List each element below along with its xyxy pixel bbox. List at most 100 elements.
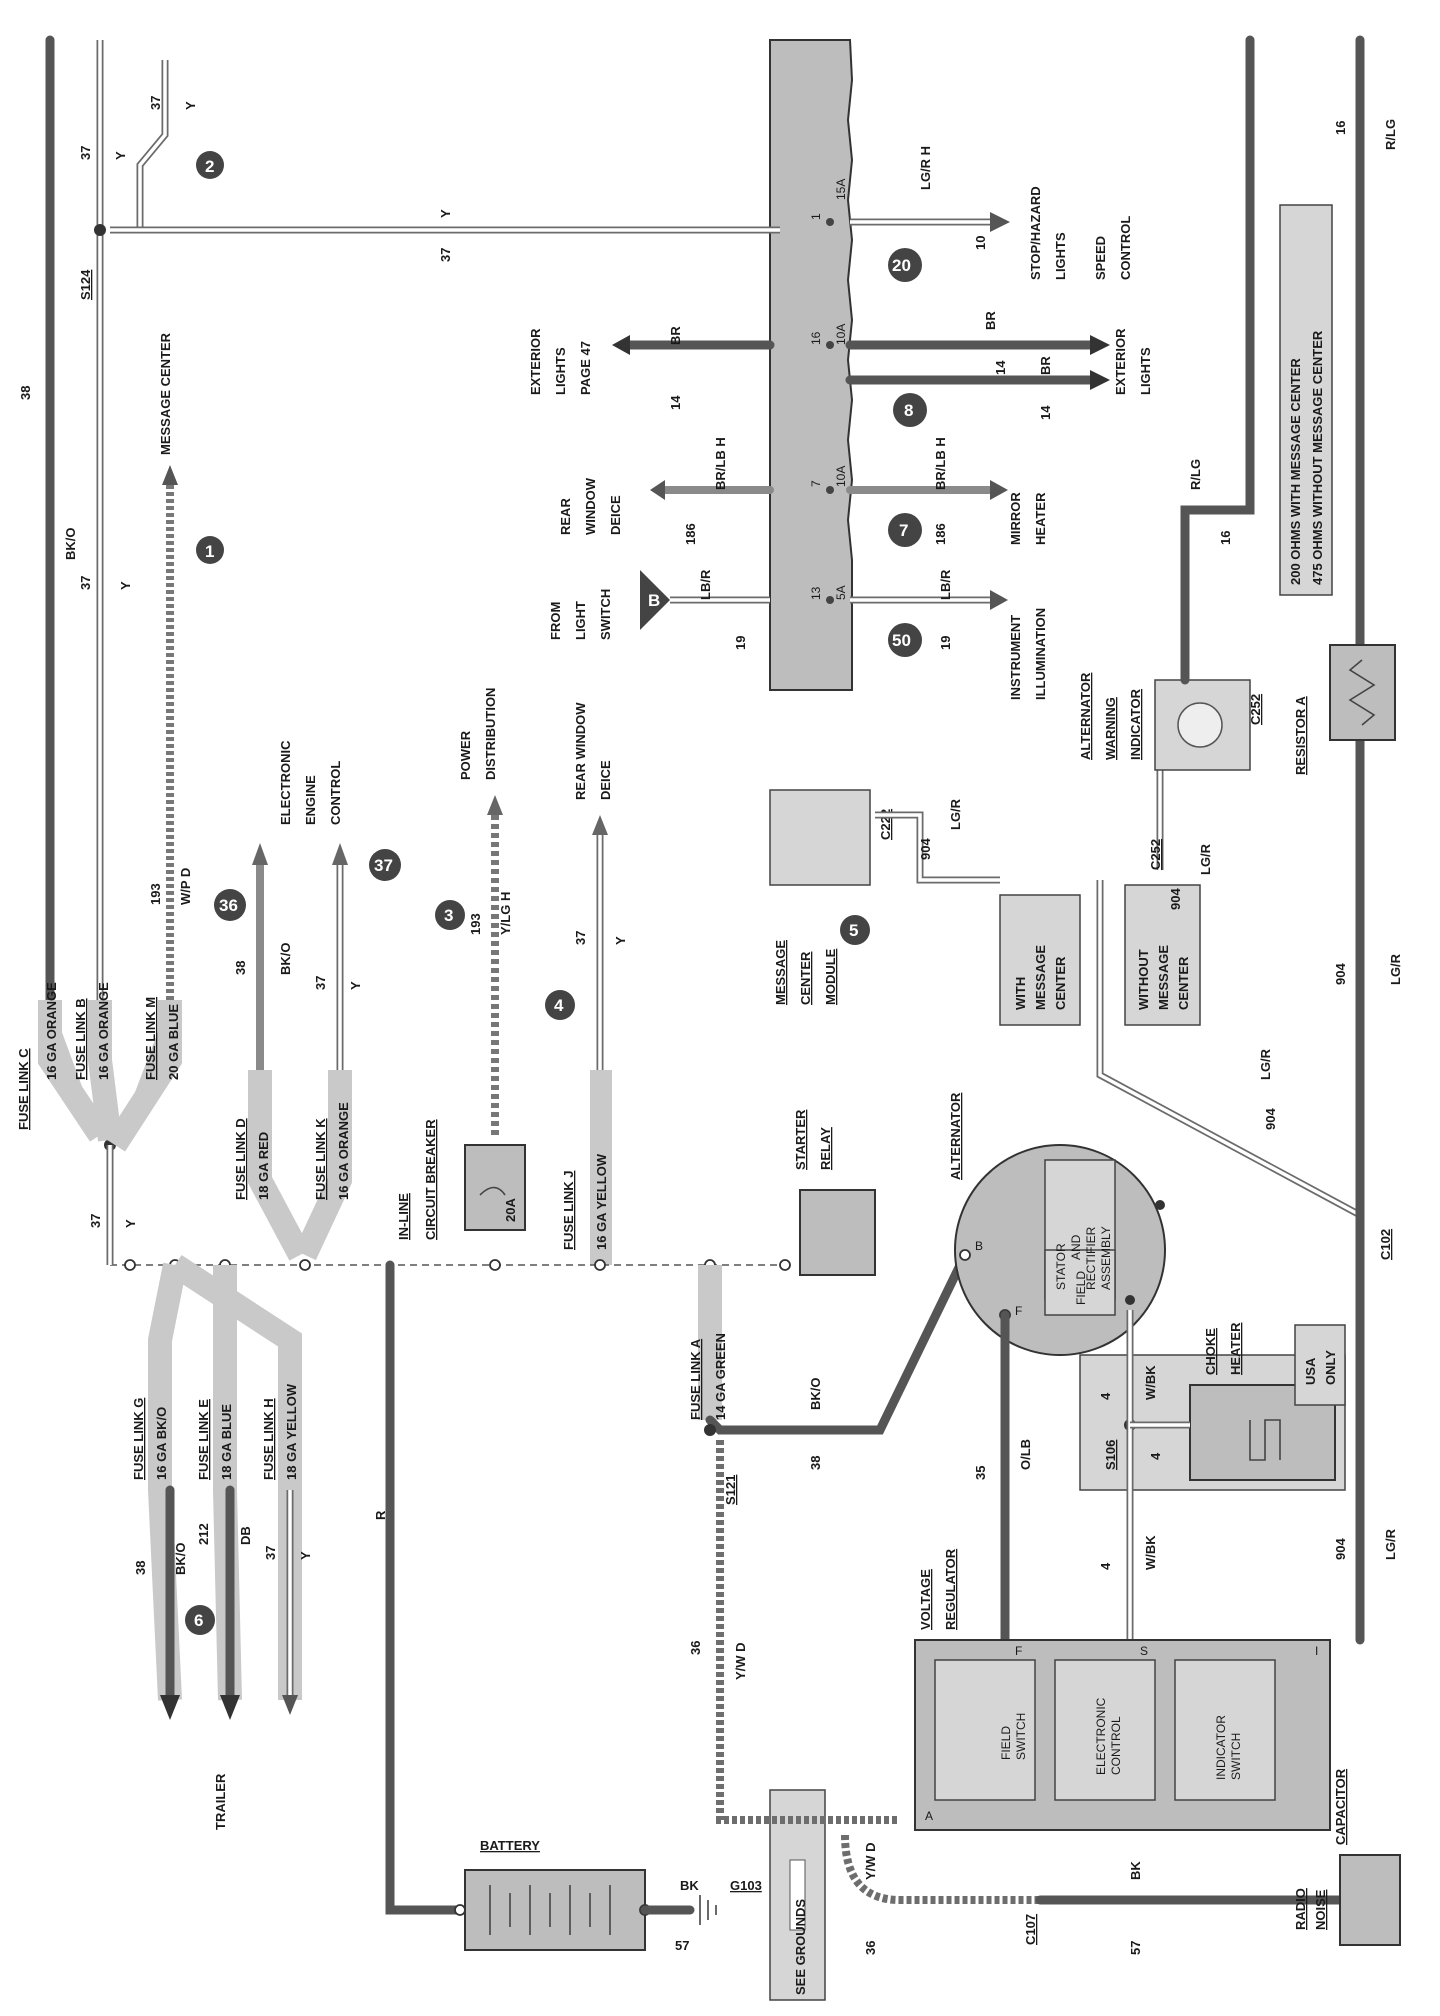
wire-37-a-color: Y bbox=[113, 151, 128, 160]
fuse-link-a-group: FUSE LINK A 14 GA GREEN 38 BK/O S121 36 … bbox=[688, 1250, 970, 1824]
fuse-link-e-name: FUSE LINK E bbox=[196, 1399, 211, 1480]
mcm-1: MESSAGE bbox=[773, 940, 788, 1005]
mirror-heater-2: HEATER bbox=[1033, 492, 1048, 545]
battery bbox=[464, 1869, 646, 1951]
arrow-message-center bbox=[162, 465, 178, 485]
ext-lights-in-3: PAGE 47 bbox=[578, 341, 593, 395]
rnc-1: RADIO bbox=[1293, 1888, 1308, 1930]
stator-4: ASSEMBLY bbox=[1099, 1226, 1113, 1290]
wire-904-c-num: 904 bbox=[1333, 963, 1348, 985]
fuse-link-k-spec: 16 GA ORANGE bbox=[336, 1102, 351, 1200]
wire-38-alt-num: 38 bbox=[808, 1456, 823, 1470]
wire-36-ywd bbox=[716, 1440, 900, 1824]
starter-relay-2: RELAY bbox=[818, 1127, 833, 1170]
choke-heater-group: CHOKE HEATER USA ONLY S106 4 W/BK 4 4 W/… bbox=[1079, 1310, 1346, 1640]
speed-control-2: CONTROL bbox=[1118, 216, 1133, 280]
wire-36-num: 36 bbox=[688, 1641, 703, 1655]
with-message-center-box bbox=[999, 894, 1081, 1026]
splice-s124 bbox=[94, 224, 106, 236]
wire-38-trailer-color: BK/O bbox=[173, 1543, 188, 1576]
svg-text:37: 37 bbox=[374, 856, 393, 875]
ext-lights-out-2: LIGHTS bbox=[1138, 347, 1153, 395]
womc-1: WITHOUT bbox=[1136, 949, 1151, 1010]
wire-37-trailer-num: 37 bbox=[263, 1546, 278, 1560]
fuse-cavity-15a: 15A bbox=[834, 179, 848, 200]
elec-control-2: CONTROL bbox=[1109, 1716, 1123, 1775]
vr-label-2: REGULATOR bbox=[943, 1548, 958, 1630]
fuse-cavity-10a: 10A bbox=[834, 324, 848, 345]
vr-term-i: I bbox=[1315, 1644, 1318, 1658]
term-b: B bbox=[975, 1239, 983, 1253]
vr-term-f: F bbox=[1015, 1644, 1022, 1658]
svg-text:8: 8 bbox=[904, 401, 913, 420]
wire-14-out2-num: 14 bbox=[1038, 405, 1053, 420]
usa-only-2: ONLY bbox=[1323, 1350, 1338, 1385]
svg-text:4: 4 bbox=[554, 996, 564, 1015]
fuse-link-b-name: FUSE LINK B bbox=[73, 998, 88, 1080]
eec-line2: ENGINE bbox=[303, 775, 318, 825]
callout-3: 3 bbox=[435, 900, 465, 930]
alternator-label: ALTERNATOR bbox=[948, 1092, 963, 1180]
wire-904-a-color: LG/R bbox=[948, 798, 963, 830]
wire-38-d-num: 38 bbox=[233, 961, 248, 975]
choke-heater-1: CHOKE bbox=[1203, 1328, 1218, 1375]
instr-illum-1: INSTRUMENT bbox=[1008, 615, 1023, 700]
usa-only-1: USA bbox=[1303, 1357, 1318, 1385]
callout-20: 20 bbox=[888, 248, 922, 282]
wire-904-d-num: 904 bbox=[1333, 1538, 1348, 1560]
wire-19-b-num: 19 bbox=[938, 636, 953, 650]
elec-control-1: ELECTRONIC bbox=[1094, 1697, 1108, 1775]
wire-212-num: 212 bbox=[196, 1523, 211, 1545]
fuse-link-c-name: FUSE LINK C bbox=[16, 1048, 31, 1130]
ind-switch-1: INDICATOR bbox=[1214, 1715, 1228, 1780]
trailer-group: FUSE LINK G 16 GA BK/O FUSE LINK E 18 GA… bbox=[131, 1254, 313, 1830]
alternator-group: STATOR AND RECTIFIER ASSEMBLY FIELD B F … bbox=[948, 1092, 1166, 1645]
wire-904-e-color: LG/R bbox=[1198, 843, 1213, 875]
fuse-link-group-mid: FUSE LINK D 18 GA RED FUSE LINK K 16 GA … bbox=[214, 740, 401, 1261]
wire-37-a-num: 37 bbox=[78, 146, 93, 160]
resistor-a-label: RESISTOR A bbox=[1293, 696, 1308, 775]
wire-38-alt-color: BK/O bbox=[808, 1378, 823, 1411]
radio-noise-capacitor bbox=[1339, 1854, 1401, 1946]
wire-10-num: 10 bbox=[973, 236, 988, 250]
wire-37-main-color: Y bbox=[123, 1219, 138, 1228]
fuse-link-c-spec: 16 GA ORANGE bbox=[44, 982, 59, 1080]
wire-4-a-color: W/BK bbox=[1143, 1365, 1158, 1400]
womc-3: CENTER bbox=[1176, 956, 1191, 1010]
fuse-link-j-name: FUSE LINK J bbox=[561, 1171, 576, 1250]
starter-relay-1: STARTER bbox=[793, 1109, 808, 1170]
fuse-link-a-spec: 14 GA GREEN bbox=[713, 1333, 728, 1420]
callout-37: 37 bbox=[369, 849, 401, 881]
vr-label-1: VOLTAGE bbox=[918, 1569, 933, 1630]
field-switch-2: SWITCH bbox=[1014, 1713, 1028, 1760]
term-f: F bbox=[1015, 1304, 1022, 1318]
splice-s121 bbox=[704, 1424, 716, 1436]
wire-16-a-num: 16 bbox=[1218, 531, 1233, 545]
svg-text:5: 5 bbox=[849, 921, 858, 940]
wire-37-c-color: Y bbox=[183, 101, 198, 110]
rnc-2: NOISE bbox=[1313, 1889, 1328, 1930]
wire-16-rlg bbox=[1180, 35, 1255, 685]
fuse-link-j-spec: 16 GA YELLOW bbox=[594, 1153, 609, 1250]
wire-904-c-color: LG/R bbox=[1388, 953, 1403, 985]
connector-c252-b: C252 bbox=[1148, 839, 1163, 870]
battery-group: R BATTERY 57 BK G103 SEE GROUNDS bbox=[373, 1260, 826, 2001]
wire-186-a-color: BR/LB H bbox=[713, 437, 728, 490]
wire-37-c-num: 37 bbox=[148, 96, 163, 110]
svg-text:1: 1 bbox=[205, 542, 214, 561]
fuse-link-h-name: FUSE LINK H bbox=[261, 1398, 276, 1480]
instr-illum-2: ILLUMINATION bbox=[1033, 608, 1048, 700]
callout-50: 50 bbox=[888, 623, 922, 657]
wire-37-trailer-color: Y bbox=[298, 1551, 313, 1560]
splice-s124-label: S124 bbox=[78, 269, 93, 300]
wire-193-color: W/P D bbox=[178, 868, 193, 905]
wire-193-num: 193 bbox=[148, 883, 163, 905]
fuse-link-e-spec: 18 GA BLUE bbox=[219, 1404, 234, 1480]
rear-deice-left-2: DEICE bbox=[598, 760, 613, 800]
awi-3: INDICATOR bbox=[1128, 688, 1143, 760]
fuse-pin-16: 16 bbox=[809, 331, 823, 345]
wire-38-bko-alt bbox=[705, 1250, 970, 1435]
wire-57b-num: 57 bbox=[1128, 1941, 1143, 1955]
wire-4-c-color: W/BK bbox=[1143, 1535, 1158, 1570]
callout-6: 6 bbox=[185, 1605, 215, 1635]
